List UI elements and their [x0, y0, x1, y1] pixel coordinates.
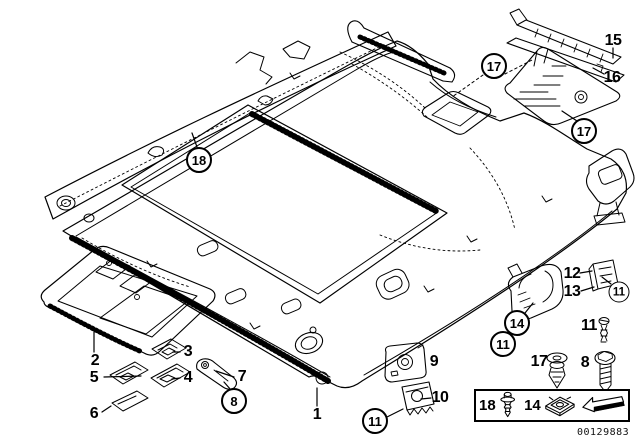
drawing-number: 00129883 — [577, 427, 630, 438]
callout-16[interactable]: 16 — [603, 69, 621, 86]
direction-arrow-icon — [581, 396, 625, 413]
callout-circled-18[interactable]: 18 — [186, 147, 212, 173]
callout-circled-8[interactable]: 8 — [221, 388, 247, 414]
legend-item-18-label: 18 — [479, 397, 496, 414]
callout-8[interactable]: 8 — [580, 354, 590, 371]
callout-15[interactable]: 15 — [604, 32, 622, 49]
callout-circled-17-b[interactable]: 17 — [571, 118, 597, 144]
callout-7[interactable]: 7 — [237, 368, 247, 385]
callout-circled-11-a[interactable]: 11 — [608, 281, 630, 303]
callout-1[interactable]: 1 — [312, 406, 322, 423]
callout-3[interactable]: 3 — [183, 343, 193, 360]
callout-5[interactable]: 5 — [89, 369, 99, 386]
callout-9[interactable]: 9 — [429, 353, 439, 370]
callout-11[interactable]: 11 — [581, 317, 597, 334]
callout-12[interactable]: 12 — [563, 265, 581, 282]
callout-4[interactable]: 4 — [183, 369, 193, 386]
legend-box: 18 14 — [474, 389, 630, 422]
speed-nut-clip-icon — [544, 396, 575, 416]
legend-item-14-label: 14 — [524, 397, 541, 414]
callout-2[interactable]: 2 — [90, 352, 100, 369]
callout-circled-11-b[interactable]: 11 — [490, 331, 516, 357]
callout-6[interactable]: 6 — [89, 405, 99, 422]
callout-13[interactable]: 13 — [563, 283, 581, 300]
expansion-rivet-icon — [500, 391, 515, 418]
callout-circled-14[interactable]: 14 — [504, 310, 530, 336]
callout-circled-11-c[interactable]: 11 — [362, 408, 388, 434]
callout-circled-17-a[interactable]: 17 — [481, 53, 507, 79]
callout-10[interactable]: 10 — [431, 389, 449, 406]
callout-17[interactable]: 17 — [530, 353, 548, 370]
